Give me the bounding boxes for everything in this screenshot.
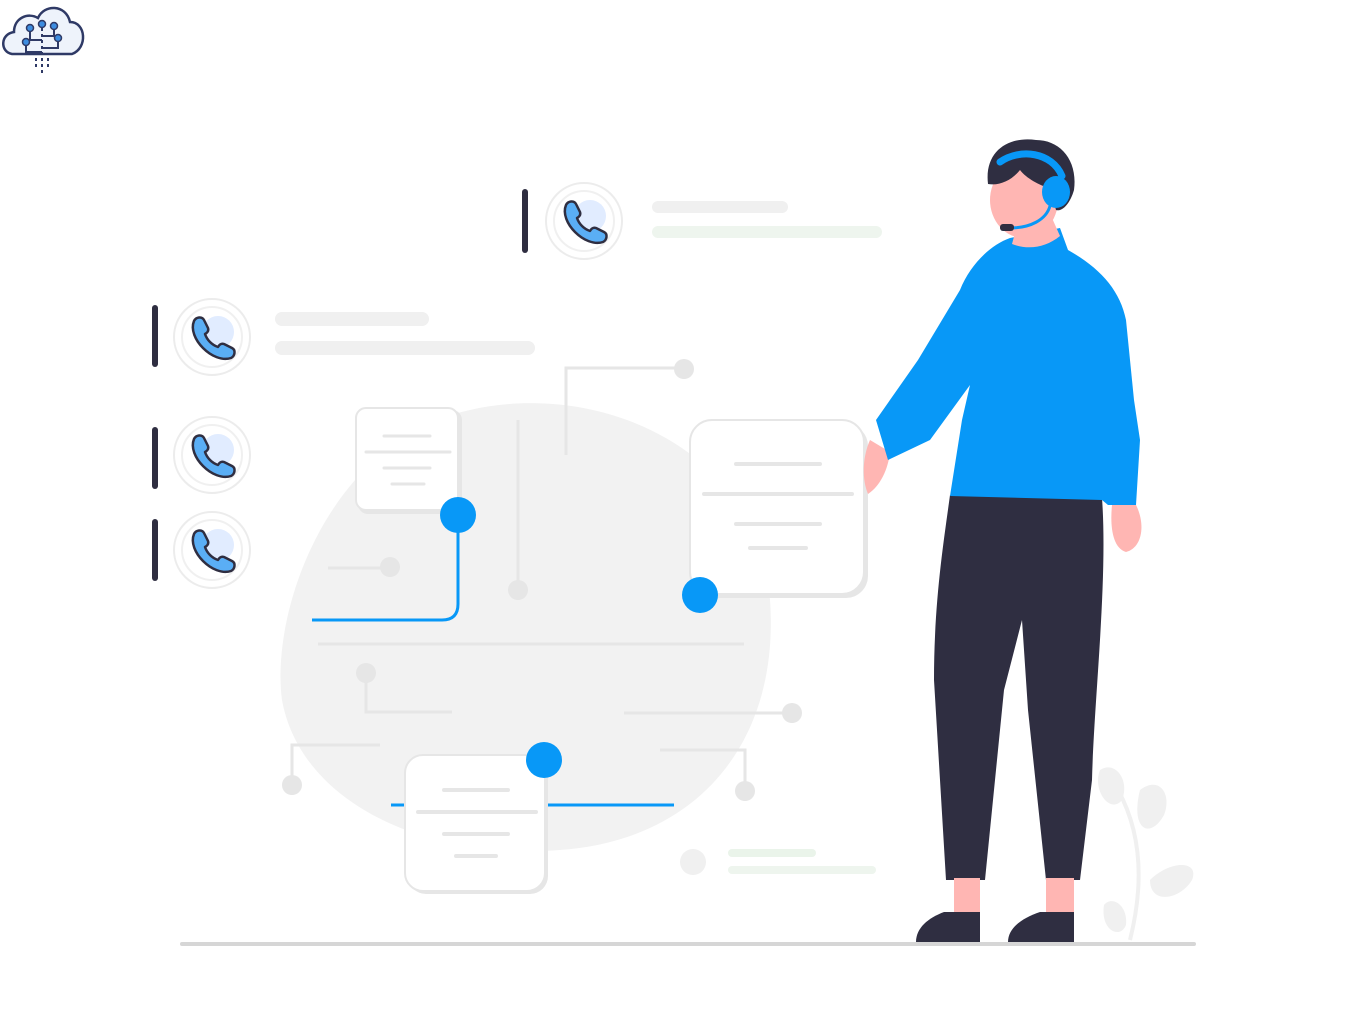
- connector-nodes: [282, 359, 802, 875]
- call-item[interactable]: [522, 182, 882, 260]
- document-card: [355, 407, 462, 514]
- background-blob: [280, 403, 771, 852]
- call-item[interactable]: [152, 298, 535, 376]
- accent-node: [526, 742, 562, 778]
- phone-icon: [191, 316, 236, 361]
- phone-icon: [191, 529, 236, 574]
- cloud-network-icon[interactable]: [2, 6, 85, 76]
- accent-node: [682, 577, 718, 613]
- phone-icon: [563, 200, 608, 245]
- call-item[interactable]: [152, 416, 251, 494]
- support-agent: [863, 139, 1142, 942]
- document-card: [689, 419, 868, 598]
- plant: [1098, 767, 1194, 941]
- connector-lines: [290, 366, 792, 790]
- text-placeholder-lines: [728, 849, 876, 874]
- call-item[interactable]: [152, 511, 251, 589]
- phone-icon: [191, 434, 236, 479]
- accent-node: [440, 497, 476, 533]
- document-card: [404, 754, 548, 894]
